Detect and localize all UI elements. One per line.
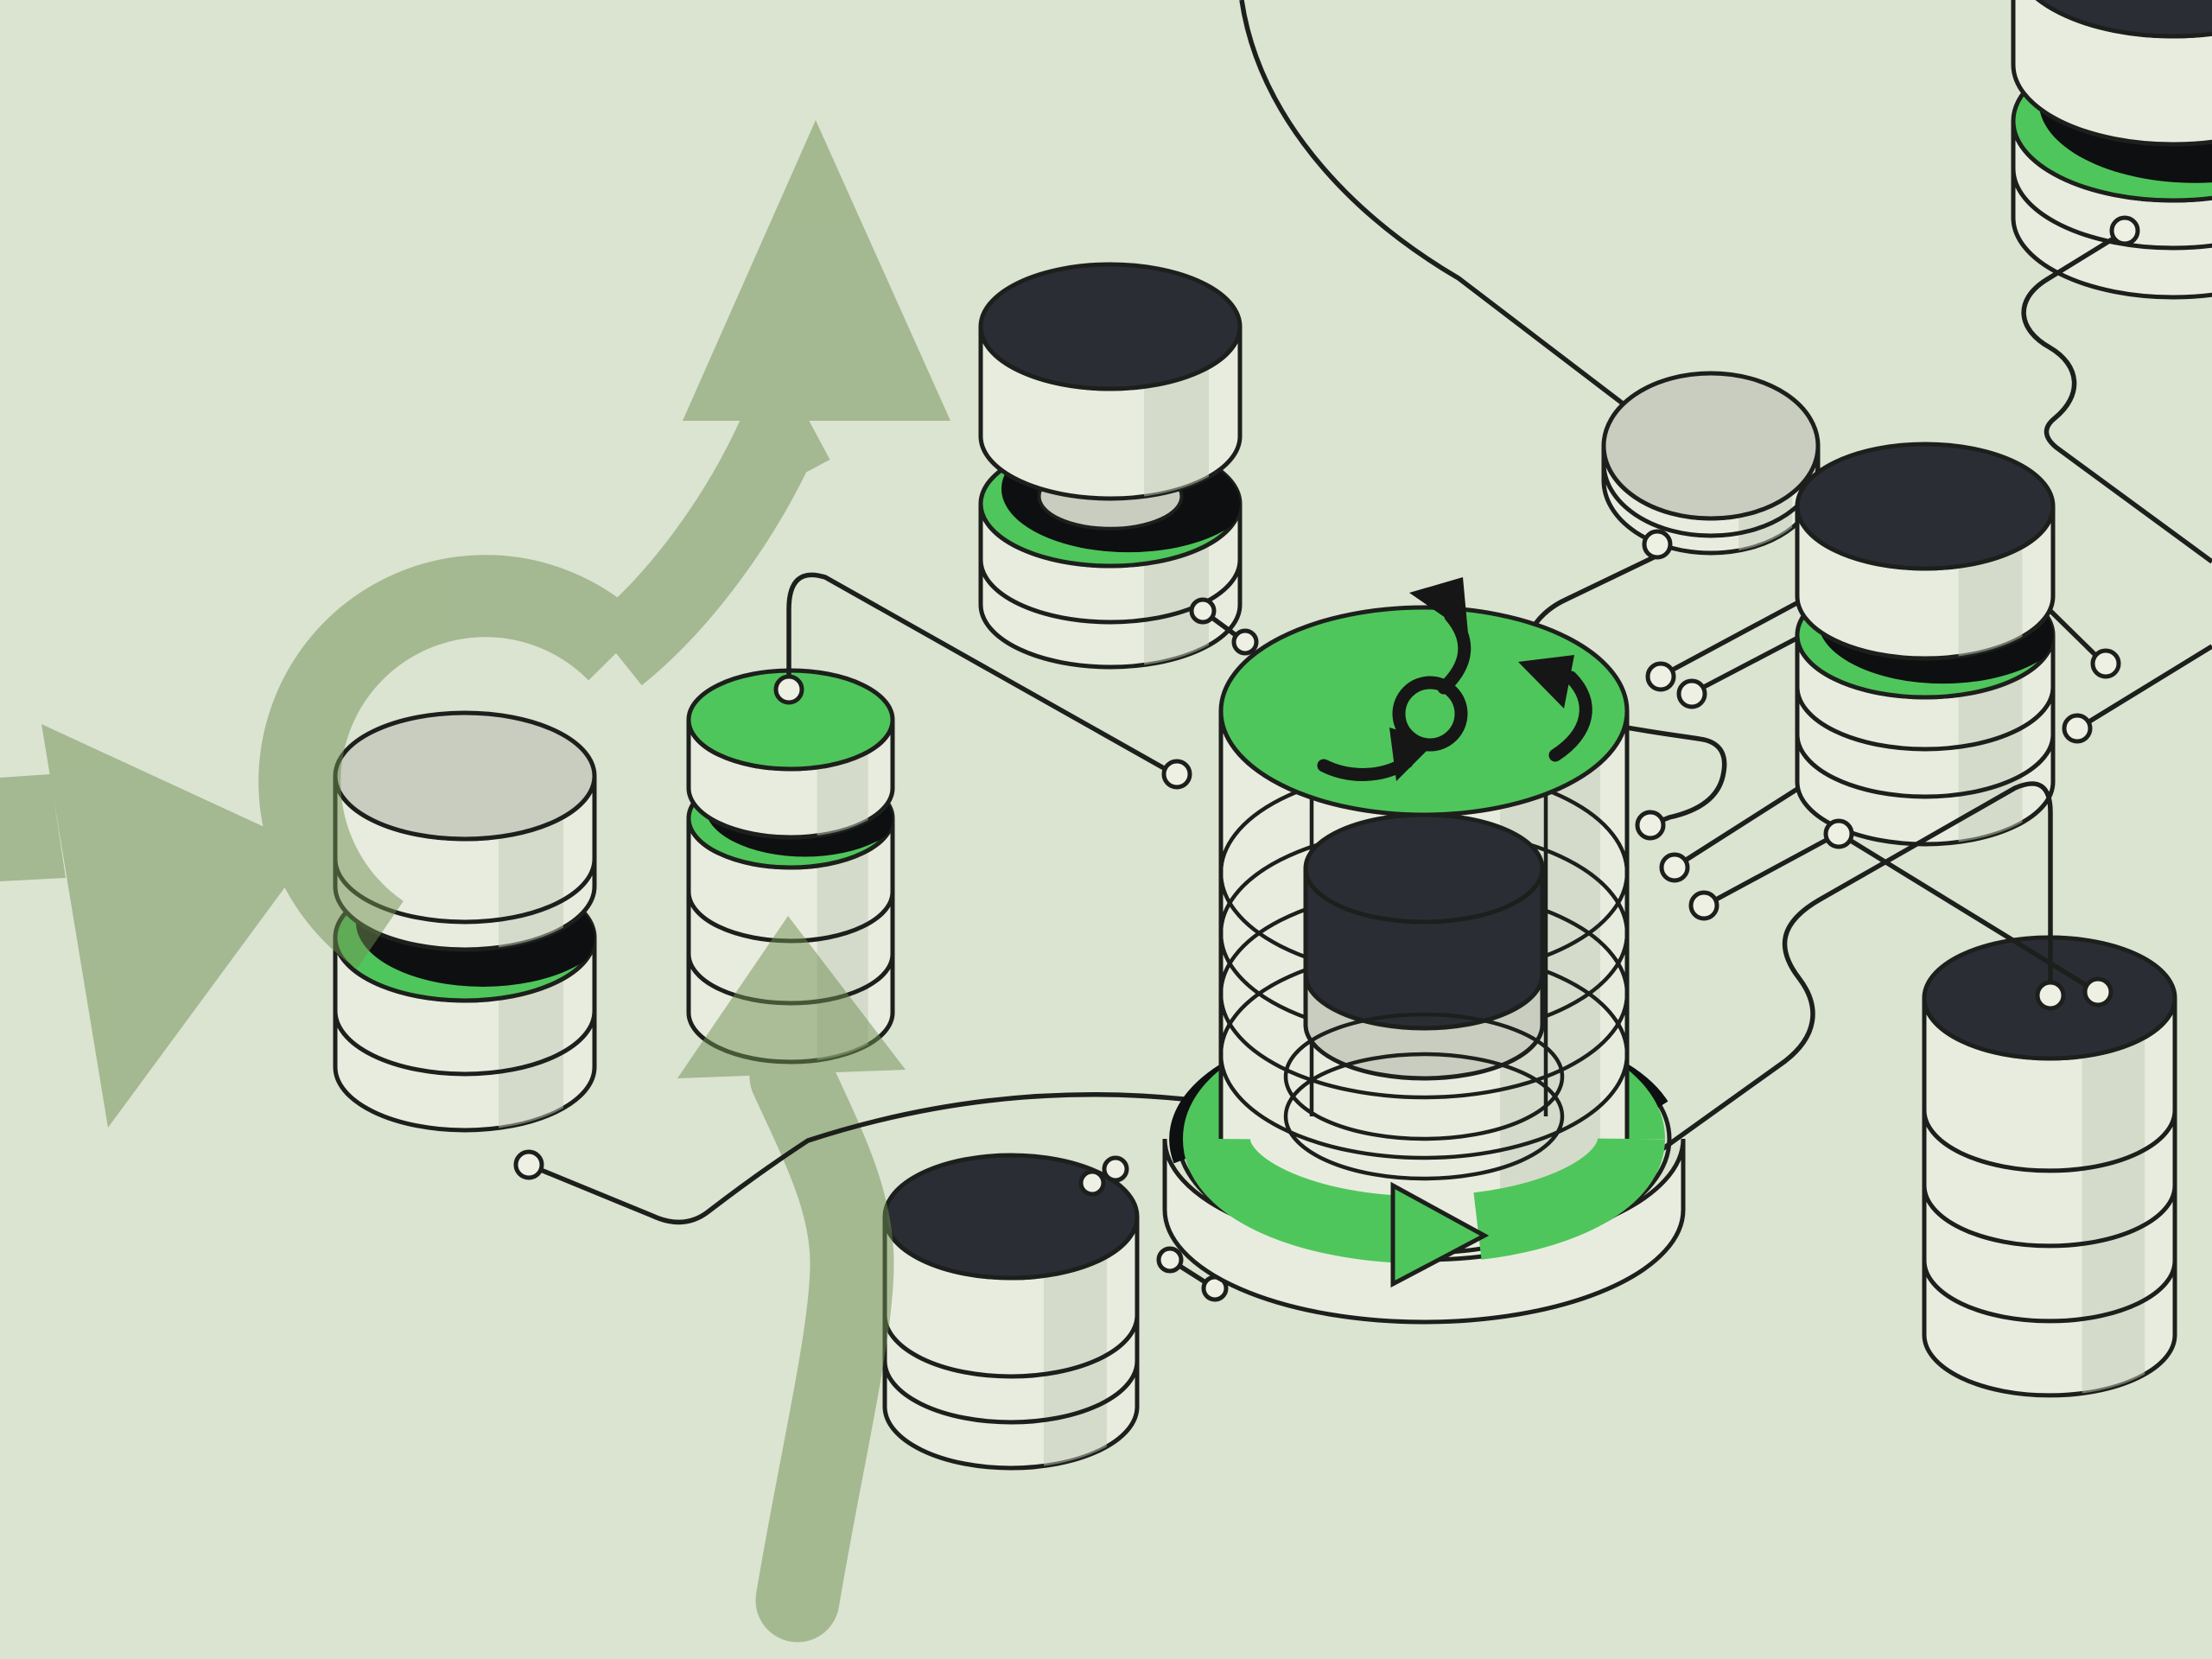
wire-terminal (1635, 810, 1666, 841)
stack-band-line (882, 1314, 1140, 1379)
wire-terminal (1642, 529, 1673, 560)
sage-arrows-layer (0, 120, 950, 1643)
stack-top-disk (333, 710, 597, 842)
icon-curve-left-head (1389, 728, 1436, 781)
wire-bottom-right-link (1552, 781, 2066, 1230)
rotation-band-front-left (1182, 1137, 1408, 1263)
stack-top-disk (978, 262, 1243, 391)
icon-curve-up-head (1409, 577, 1468, 633)
connector-terminal (1078, 1169, 1106, 1197)
wire-line (786, 572, 1166, 771)
inflow-arrow-left-tail (0, 774, 66, 881)
wire-terminal (2035, 980, 2066, 1011)
wire-diag-3 (1659, 778, 1813, 883)
wire-terminal (1645, 661, 1676, 692)
db-stack-top-right (2011, 0, 2212, 300)
stack-band-line (1795, 734, 2056, 799)
connector-terminal (1156, 1246, 1184, 1274)
wire-top-to-grey-stack (1239, 0, 1730, 486)
curvy-arrow-up-tail (749, 1034, 894, 1643)
stack-top-disk (2035, 0, 2212, 39)
db-stack-bottom-right (1922, 935, 2177, 1398)
wire-terminal (2082, 976, 2113, 1007)
wire-terminal (1823, 818, 1854, 849)
stack-top-disk (1601, 371, 1821, 521)
stack-band-line (333, 1010, 597, 1077)
wire-line (2021, 236, 2212, 564)
wire-terminal (2090, 648, 2121, 679)
routing-hub (1162, 577, 1686, 1325)
stack-shading (2082, 998, 2145, 1395)
connector-pair-bottom (1078, 1155, 1129, 1197)
wire-diag-1 (1645, 592, 1815, 692)
wire-line (2088, 644, 2212, 724)
stack-top-disk (1795, 442, 2056, 571)
wire-line (1714, 837, 2088, 988)
wire-line (1239, 0, 1730, 486)
icon-curve-right-head (1518, 655, 1574, 709)
wire-terminal (1676, 678, 1707, 709)
inner-disk-top (1303, 812, 1545, 925)
stacks-layer (333, 0, 2212, 1471)
wire-line (1683, 778, 1813, 863)
wire-terminal (513, 1149, 544, 1180)
route-split-icon (1317, 577, 1592, 781)
connector-terminal (1102, 1155, 1129, 1183)
nested-ring-2 (1283, 1052, 1565, 1181)
wire-right-stub (2048, 608, 2121, 679)
icon-curve-right (1548, 671, 1592, 762)
rotation-band-front-right (1473, 1136, 1665, 1260)
db-stack-right-big (1795, 442, 2056, 847)
wire-bottom-left (513, 1092, 1185, 1225)
wire-right-edge (2062, 644, 2212, 744)
connector-pair-hub (1189, 597, 1259, 656)
wire-terminal (1659, 852, 1690, 883)
wire-line (2048, 608, 2096, 656)
stack-band-line (2011, 168, 2212, 251)
wire-terminal (1688, 890, 1719, 921)
db-stack-grey-small (1601, 371, 1821, 556)
hub-green-top (1218, 605, 1630, 817)
stack-band-line (882, 1360, 1140, 1425)
loop-arrow-ring (258, 555, 647, 969)
loop-arrow-tail (589, 387, 830, 686)
inflow-arrow-left-head (41, 724, 313, 1128)
connector-terminal (1189, 597, 1217, 625)
rotation-arrow-green-head (1390, 1181, 1490, 1288)
wire-terminal (1161, 759, 1192, 790)
nested-ring-1 (1283, 1012, 1565, 1141)
wire-terminal (2109, 215, 2140, 246)
stack-band-line (1795, 686, 2056, 752)
stack-band-line (978, 559, 1243, 625)
wire-line (1671, 592, 1815, 672)
stack-band-line (1922, 1185, 2177, 1249)
curvy-arrow-up-head (677, 916, 906, 1078)
wire-line (539, 1092, 1185, 1225)
wires-back-layer (1239, 0, 2031, 883)
db-stack-bottom-middle (882, 1153, 1140, 1471)
stack-band-line (1922, 1109, 2177, 1173)
stack-band-line (1922, 1260, 2177, 1324)
wire-green-stack-link (773, 572, 1192, 790)
connector-pair-base (1156, 1246, 1229, 1302)
wire-terminal (2062, 713, 2093, 744)
wire-chain-right (1688, 818, 2113, 1007)
wire-line (1552, 781, 2053, 1230)
wire-ne-scurve (2021, 215, 2212, 564)
growth-arrow-up-head (683, 120, 950, 421)
connector-terminal (1231, 628, 1259, 656)
wire-terminal (773, 674, 804, 705)
db-stack-top-middle (978, 262, 1243, 670)
